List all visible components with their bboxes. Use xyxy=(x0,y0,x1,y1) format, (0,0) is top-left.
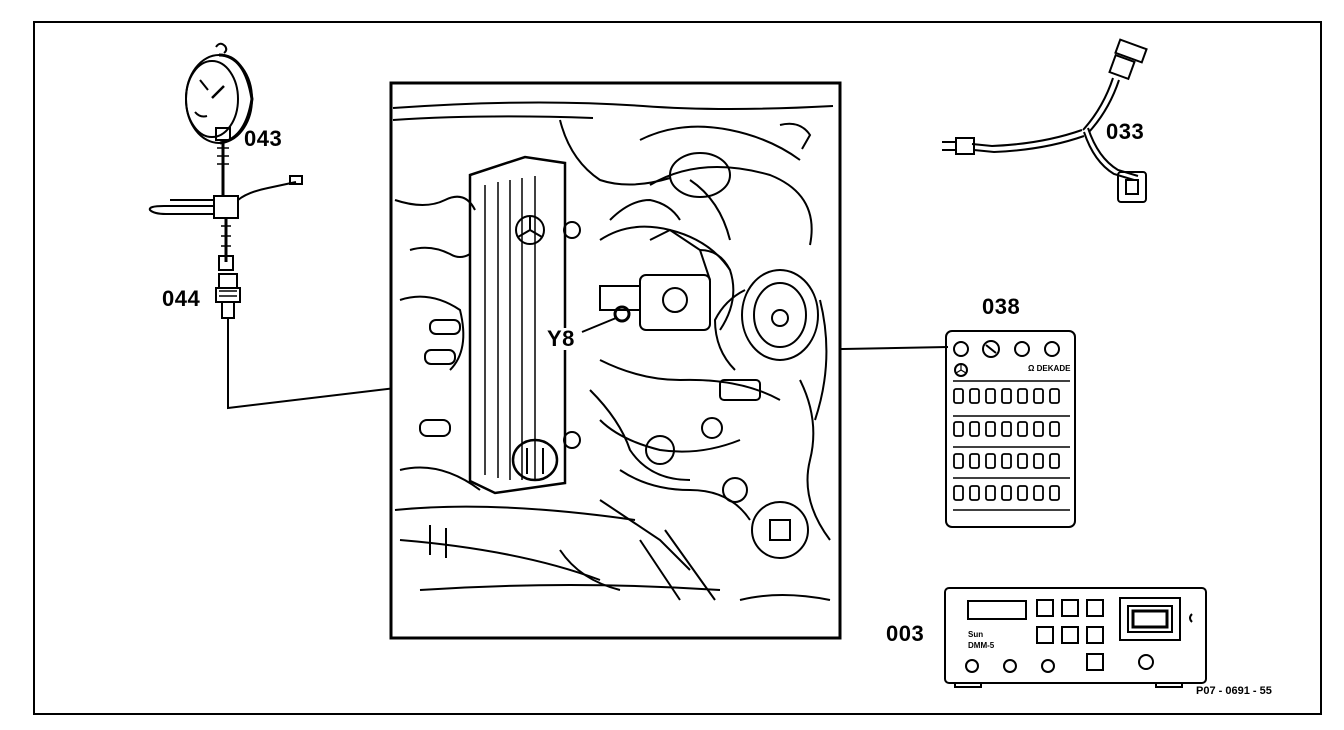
figure-reference: P07 - 0691 - 55 xyxy=(1196,685,1272,697)
label-y8: Y8 xyxy=(545,326,577,351)
tester-model: DMM-5 xyxy=(968,641,995,650)
decade-resistor-box-icon xyxy=(945,330,1076,528)
decade-switch-grid xyxy=(953,388,1060,501)
outer-frame xyxy=(33,21,1322,715)
tester-brand: Sun xyxy=(968,630,984,639)
pressure-gauge-icon xyxy=(148,42,303,271)
label-043: 043 xyxy=(244,126,283,151)
decade-box-marking: Ω DEKADE xyxy=(1028,364,1070,373)
decade-box-text: DEKADE xyxy=(1036,364,1071,373)
label-038: 038 xyxy=(982,294,1021,319)
label-033: 033 xyxy=(1106,119,1145,144)
adapter-fitting-icon xyxy=(215,273,241,319)
multimeter-tester-icon xyxy=(944,587,1207,688)
decade-ohm-mark: Ω xyxy=(1028,364,1035,373)
engine-illustration xyxy=(389,81,842,640)
label-003: 003 xyxy=(886,621,925,646)
label-044: 044 xyxy=(162,286,201,311)
y-cable-icon xyxy=(942,38,1148,203)
